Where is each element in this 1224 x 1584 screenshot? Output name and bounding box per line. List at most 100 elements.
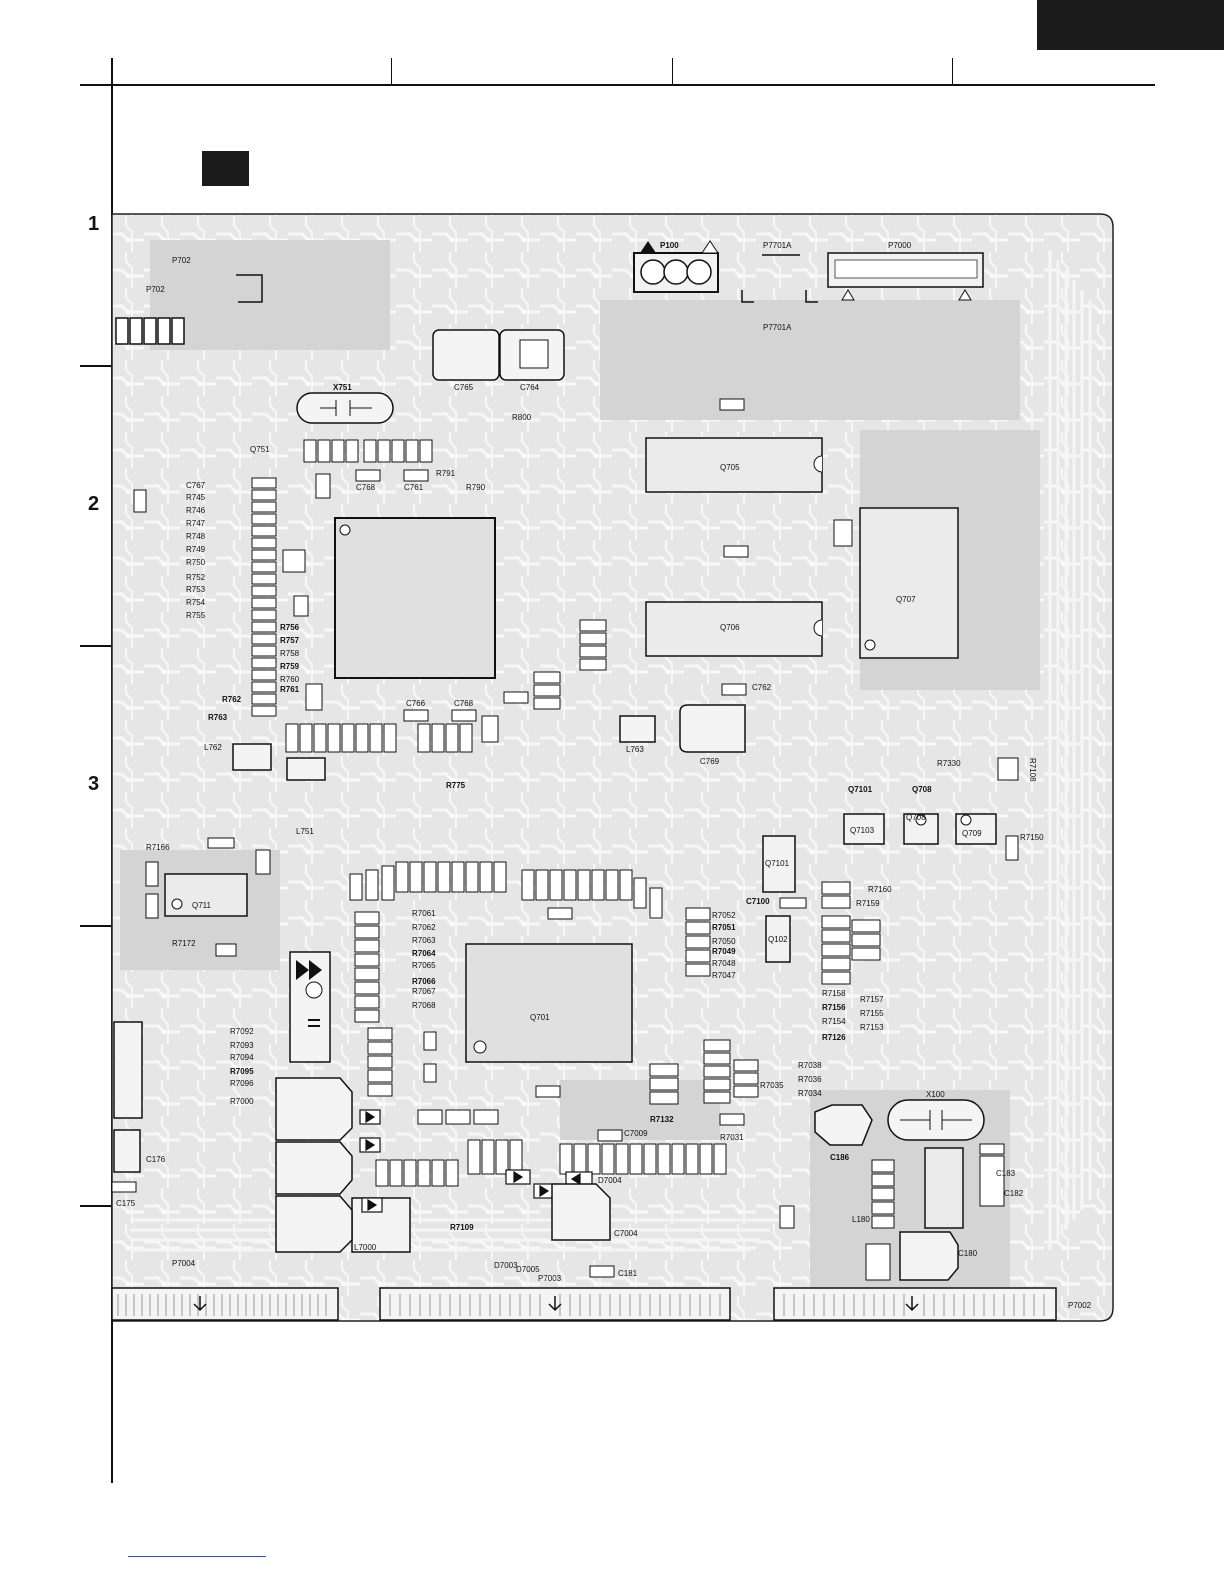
label-r7109: R7109 — [450, 1223, 474, 1232]
smd-resistor-row — [303, 439, 433, 463]
label-r758: R758 — [280, 649, 300, 658]
row-number-1: 1 — [88, 213, 100, 235]
label-r762: R762 — [222, 695, 242, 704]
label-r7034: R7034 — [798, 1089, 822, 1098]
label-c765: C765 — [454, 383, 474, 392]
label-r7050: R7050 — [712, 937, 736, 946]
capacitor-c765 — [432, 329, 500, 381]
label-r7035: R7035 — [760, 1081, 784, 1090]
coil-l763 — [619, 715, 656, 743]
label-r7051: R7051 — [712, 923, 736, 932]
row-number-3: 3 — [88, 773, 100, 795]
label-r7068: R7068 — [412, 1001, 436, 1010]
row-tick — [80, 1205, 112, 1207]
coil-l762 — [232, 743, 272, 771]
smd-capacitors — [111, 398, 1019, 1281]
label-r745: R745 — [186, 493, 206, 502]
connector-p7003 — [379, 1287, 731, 1321]
capacitor-c180 — [899, 1231, 959, 1281]
transistor-q708 — [903, 813, 939, 845]
ic-q180 — [924, 1147, 964, 1229]
label-r746: R746 — [186, 506, 206, 515]
label-r748: R748 — [186, 532, 206, 541]
label-r7155: R7155 — [860, 1009, 884, 1018]
label-c766: C766 — [406, 699, 426, 708]
label-q705: Q705 — [720, 463, 740, 472]
smd-resistor-chain — [251, 477, 277, 717]
label-q706: Q706 — [720, 623, 740, 632]
label-r759: R759 — [280, 662, 300, 671]
label-c7004: C7004 — [614, 1229, 638, 1238]
label-c183: C183 — [996, 1169, 1016, 1178]
label-q708b: Q708 — [912, 785, 932, 794]
label-d7003: D7003 — [494, 1261, 518, 1270]
ic-left-block — [113, 1021, 143, 1119]
label-r7160: R7160 — [868, 885, 892, 894]
label-r7108: R7108 — [1028, 758, 1037, 782]
label-c176: C176 — [146, 1155, 166, 1164]
ic-q702 — [465, 943, 633, 1063]
label-r753: R753 — [186, 585, 206, 594]
capacitor-c769 — [679, 704, 746, 753]
label-c180: C180 — [958, 1249, 978, 1258]
diode-block — [289, 951, 331, 1063]
label-r749: R749 — [186, 545, 206, 554]
label-r7062: R7062 — [412, 923, 436, 932]
ic-q707 — [859, 507, 959, 659]
label-r7159: R7159 — [856, 899, 880, 908]
label-p7701a: P7701A — [763, 241, 792, 250]
label-c182: C182 — [1004, 1189, 1024, 1198]
label-c7009: C7009 — [624, 1129, 648, 1138]
connector-p7002 — [773, 1287, 1057, 1321]
label-l751: L751 — [296, 827, 314, 836]
smd-resistor-chain — [685, 881, 881, 985]
label-r760: R760 — [280, 675, 300, 684]
ic-q706 — [645, 601, 823, 657]
label-r7094: R7094 — [230, 1053, 254, 1062]
label-q701: Q701 — [530, 1013, 550, 1022]
label-r7153: R7153 — [860, 1023, 884, 1032]
label-r7156: R7156 — [822, 1003, 846, 1012]
transistor-q102 — [765, 915, 791, 963]
connector-p7000 — [827, 252, 984, 301]
label-p7701a: P7701A — [763, 323, 792, 332]
label-r761: R761 — [280, 685, 300, 694]
footer-link-underline — [128, 1556, 266, 1557]
label-p7004: P7004 — [172, 1259, 196, 1268]
label-c175: C175 — [116, 1199, 136, 1208]
label-c186: C186 — [830, 1153, 850, 1162]
label-p7000: P7000 — [888, 241, 912, 250]
label-l180: L180 — [852, 1215, 870, 1224]
board-edge-traces — [130, 250, 1092, 1252]
label-r7067: R7067 — [412, 987, 436, 996]
smd-resistor-chain — [533, 619, 607, 710]
label-d7005: D7005 — [516, 1265, 540, 1274]
label-r757: R757 — [280, 636, 300, 645]
label-c761: C761 — [404, 483, 424, 492]
coil-l751 — [286, 757, 326, 781]
ic-q711 — [164, 873, 248, 917]
label-c769: C769 — [700, 757, 720, 766]
label-q709: Q709 — [962, 829, 982, 838]
label-r763: R763 — [208, 713, 228, 722]
label-c768b: C768 — [454, 699, 474, 708]
transistor-q7101 — [762, 835, 796, 893]
grid-tick — [952, 58, 953, 86]
label-r7052: R7052 — [712, 911, 736, 920]
label-r7172: R7172 — [172, 939, 196, 948]
label-r7132: R7132 — [650, 1115, 674, 1124]
label-r7065: R7065 — [412, 961, 436, 970]
row-tick — [80, 645, 112, 647]
capacitor-c7004 — [551, 1183, 611, 1241]
label-r791: R791 — [436, 469, 456, 478]
label-r7036: R7036 — [798, 1075, 822, 1084]
transistor-q709 — [955, 813, 997, 845]
label-c7100: C7100 — [746, 897, 770, 906]
ic-q701 — [334, 517, 496, 679]
label-l762: L762 — [204, 743, 222, 752]
label-x100: X100 — [926, 1090, 945, 1099]
label-q7103: Q7103 — [850, 826, 875, 835]
label-r7066: R7066 — [412, 977, 436, 986]
label-r7000: R7000 — [230, 1097, 254, 1106]
